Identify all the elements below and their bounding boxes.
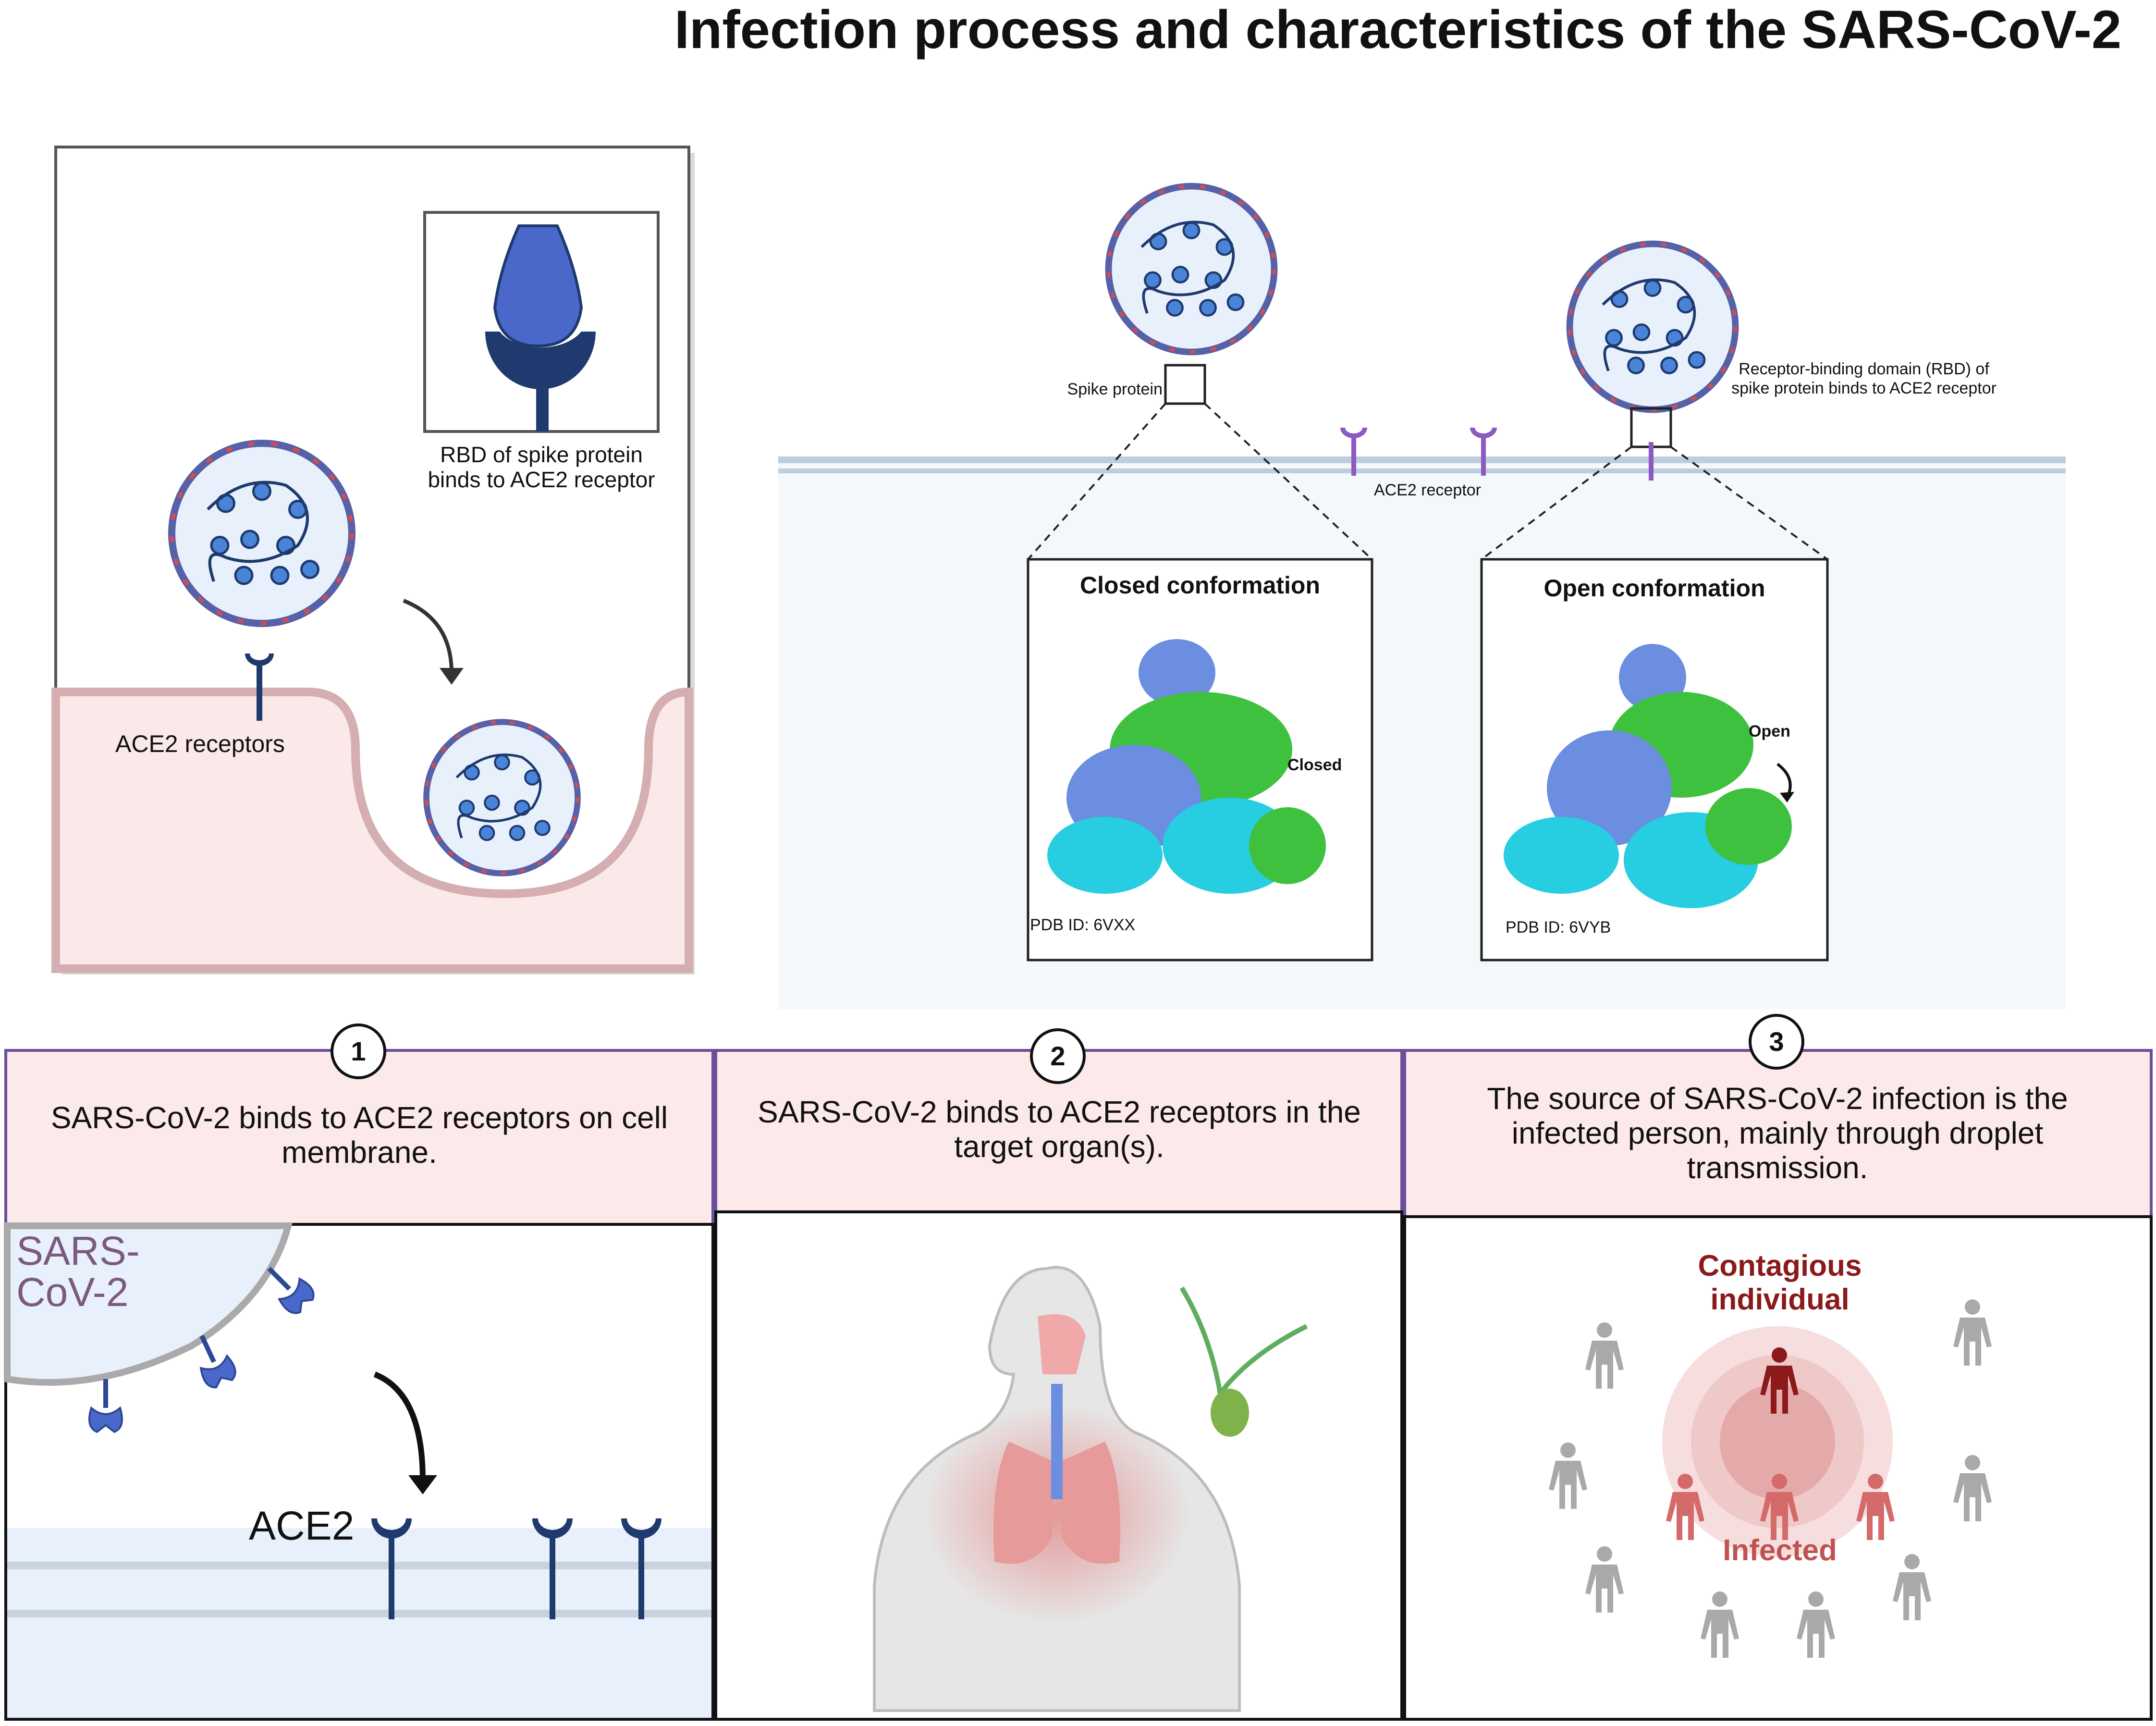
rbd-inset-caption: RBD of spike protein binds to ACE2 recep…	[428, 442, 655, 492]
step-3-badge: 3	[1749, 1014, 1804, 1070]
closed-pdb-id: PDB ID: 6VXX	[1028, 915, 1374, 935]
closed-state-label: Closed	[1287, 756, 1342, 774]
infected-label: Infected	[1723, 1534, 1837, 1567]
closed-pdb-id-text: PDB ID: 6VXX	[1030, 916, 1136, 934]
step-2-badge: 2	[1030, 1028, 1086, 1084]
step-1-badge: 1	[331, 1023, 386, 1079]
contagious-individual-label: Contagious individual	[1698, 1249, 1862, 1316]
rbd-binding-label: Receptor-binding domain (RBD) of spike p…	[1731, 360, 1997, 397]
open-state-label: Open	[1749, 722, 1790, 740]
open-conformation-title: Open conformation	[1544, 575, 1765, 602]
step-2-caption: SARS-CoV-2 binds to ACE2 receptors in th…	[758, 1095, 1361, 1164]
ace2-label: ACE2	[249, 1503, 355, 1548]
open-pdb-id-text: PDB ID: 6VYB	[1506, 918, 1611, 937]
step-3-caption: The source of SARS-CoV-2 infection is th…	[1487, 1081, 2068, 1185]
ace2-receptor-label: ACE2 receptor	[1374, 481, 1481, 499]
ace2-receptors-label: ACE2 receptors	[115, 730, 285, 757]
open-pdb-id: PDB ID: 6VYB	[1506, 918, 1794, 937]
closed-conformation-title: Closed conformation	[1079, 572, 1321, 599]
spike-protein-label: Spike protein	[1067, 380, 1163, 398]
figure-title: Infection process and characteristics of…	[674, 0, 2122, 60]
sars-cov-2-label: SARS-CoV-2	[16, 1228, 140, 1315]
step-1-caption: SARS-CoV-2 binds to ACE2 receptors on ce…	[50, 1100, 668, 1170]
